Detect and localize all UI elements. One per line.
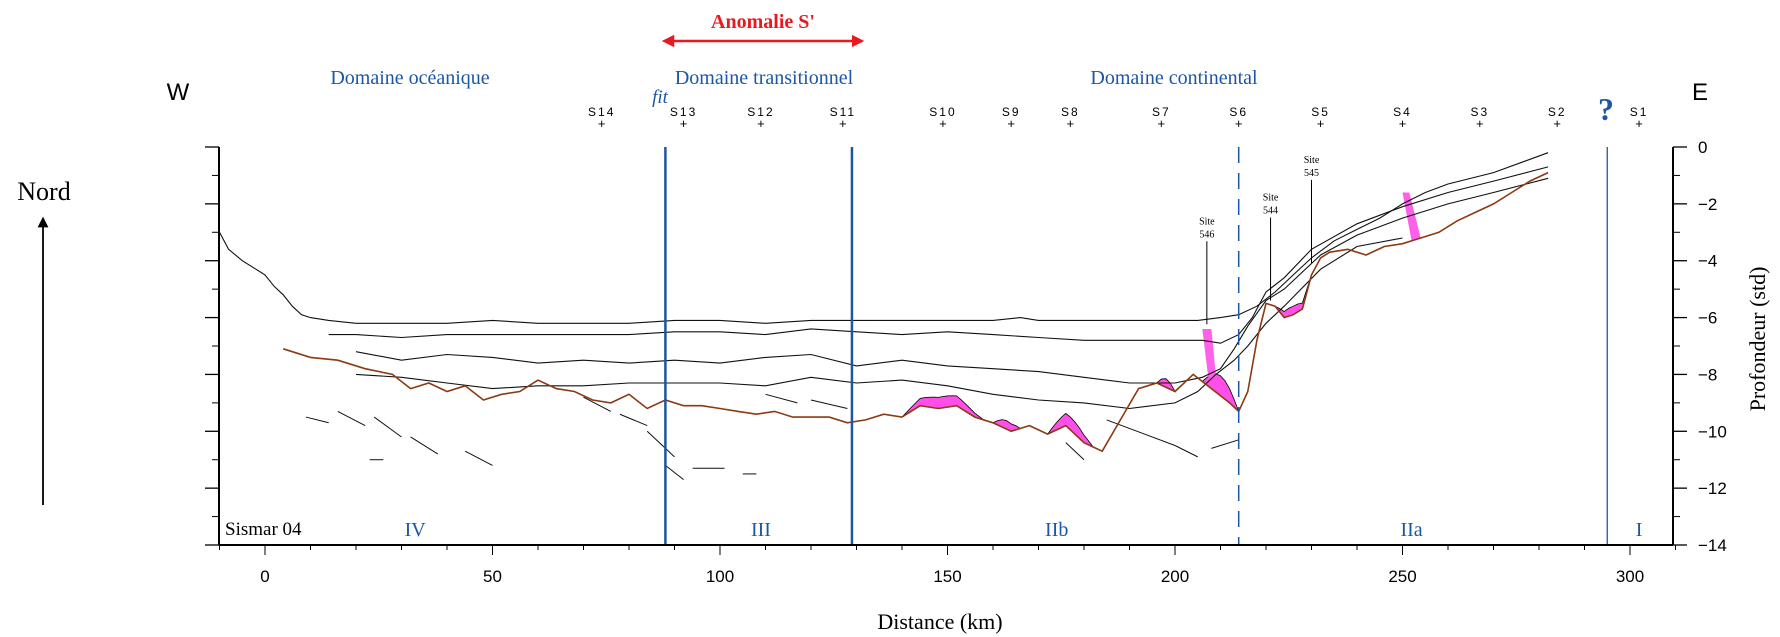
station-marker: +	[1007, 116, 1015, 131]
y-tick-label: 0	[1698, 138, 1707, 157]
y-tick-label: −4	[1698, 252, 1717, 271]
deep-reflector	[646, 430, 675, 458]
site-number: 544	[1263, 206, 1278, 217]
west-label: W	[167, 79, 190, 106]
station-marker: +	[939, 116, 947, 131]
y-tick-label: −6	[1698, 309, 1717, 328]
station-marker: +	[1317, 116, 1325, 131]
station-label: S5	[1311, 105, 1330, 119]
x-axis-title: Distance (km)	[877, 609, 1002, 634]
station-label: S2	[1548, 105, 1567, 119]
zone-label: IV	[405, 519, 427, 541]
y-tick-label: −10	[1698, 422, 1727, 441]
deep-reflector	[1065, 442, 1085, 461]
profile-name: Sismar 04	[225, 519, 302, 540]
station-marker: +	[1235, 116, 1243, 131]
station-label: S10	[929, 105, 956, 119]
line-reflector-3	[355, 237, 1403, 410]
site-number: 546	[1199, 229, 1214, 240]
station-label: S4	[1393, 105, 1412, 119]
station-marker: +	[757, 116, 765, 131]
deep-reflector	[665, 465, 684, 481]
deep-reflector	[464, 450, 493, 466]
station-label: S11	[830, 105, 856, 119]
station-label: S8	[1061, 105, 1080, 119]
east-label: E	[1692, 79, 1708, 106]
station-marker: +	[1476, 116, 1484, 131]
x-tick-label: 250	[1388, 567, 1416, 586]
deep-reflector	[337, 410, 366, 427]
station-marker: +	[1553, 116, 1561, 131]
station-label: S12	[747, 105, 774, 119]
station-marker: +	[1635, 116, 1643, 131]
deep-reflector	[810, 399, 848, 410]
x-tick-label: 0	[260, 567, 269, 586]
station-marker: +	[680, 116, 688, 131]
anomaly-label: Anomalie S'	[711, 11, 815, 33]
station-label: S9	[1002, 105, 1021, 119]
station-marker: +	[839, 116, 847, 131]
domain-transitional: Domaine transitionnel	[675, 67, 854, 89]
zone-label: III	[751, 519, 771, 541]
zone-label: IIa	[1400, 519, 1422, 541]
north-label: Nord	[17, 177, 70, 206]
station-marker: +	[1158, 116, 1166, 131]
station-label: S7	[1152, 105, 1171, 119]
line-seafloor	[219, 152, 1549, 324]
line-reflector-2	[355, 177, 1549, 384]
station-label: S13	[670, 105, 697, 119]
intrusion-body	[1402, 192, 1421, 241]
axes-layer: 0 −2 −4 −6 −8 −10 −12 −14 0 50 100 150 200 250 300	[205, 138, 1727, 586]
deep-reflector	[373, 416, 402, 438]
domain-continental: Domaine continental	[1090, 67, 1258, 89]
station-label: S1	[1630, 105, 1649, 119]
y-axis-title: Profondeur (std)	[1745, 267, 1770, 412]
deep-reflector	[1211, 439, 1239, 449]
station-label: S14	[588, 105, 615, 119]
deep-reflector	[619, 413, 648, 427]
site-number: 545	[1304, 168, 1319, 179]
station-marker: +	[598, 116, 606, 131]
station-label: S6	[1229, 105, 1248, 119]
intrusion-body	[1202, 328, 1216, 378]
deep-reflector	[765, 393, 798, 404]
deep-reflector	[1174, 445, 1198, 458]
question-mark: ?	[1598, 91, 1614, 127]
x-tick-label: 150	[933, 567, 961, 586]
deep-reflector-layer	[305, 393, 1239, 481]
line-reflector-1	[328, 166, 1549, 344]
deep-reflector	[305, 416, 329, 424]
series-layer	[219, 152, 1549, 453]
line-basement	[282, 171, 1549, 453]
deep-reflector	[1106, 419, 1176, 446]
station-marker: +	[1399, 116, 1407, 131]
deep-reflector	[410, 436, 439, 455]
x-tick-label: 200	[1161, 567, 1189, 586]
y-tick-label: −12	[1698, 479, 1727, 498]
fit-label: fit	[652, 87, 669, 108]
y-tick-label: −8	[1698, 365, 1717, 384]
site-label: Site	[1304, 155, 1320, 166]
fill-layer	[901, 192, 1421, 448]
boundary-layer	[664, 147, 1608, 545]
station-label: S3	[1471, 105, 1490, 119]
y-tick-label: −2	[1698, 195, 1717, 214]
station-layer: S14+S13+S12+S11+S10+S9+S8+S7+S6+S5+S4+S3…	[588, 105, 1649, 131]
zone-layer: IV III IIb IIa I	[405, 519, 1643, 541]
x-tick-label: 300	[1616, 567, 1644, 586]
zone-label: IIb	[1045, 519, 1068, 541]
site-label: Site	[1199, 216, 1215, 227]
x-tick-label: 50	[483, 567, 502, 586]
x-tick-label: 100	[706, 567, 734, 586]
station-marker: +	[1067, 116, 1075, 131]
domain-oceanic: Domaine océanique	[330, 67, 489, 89]
site-label: Site	[1263, 193, 1279, 204]
deep-reflector	[583, 396, 612, 412]
zone-label: I	[1636, 519, 1643, 541]
y-tick-label: −14	[1698, 536, 1727, 555]
